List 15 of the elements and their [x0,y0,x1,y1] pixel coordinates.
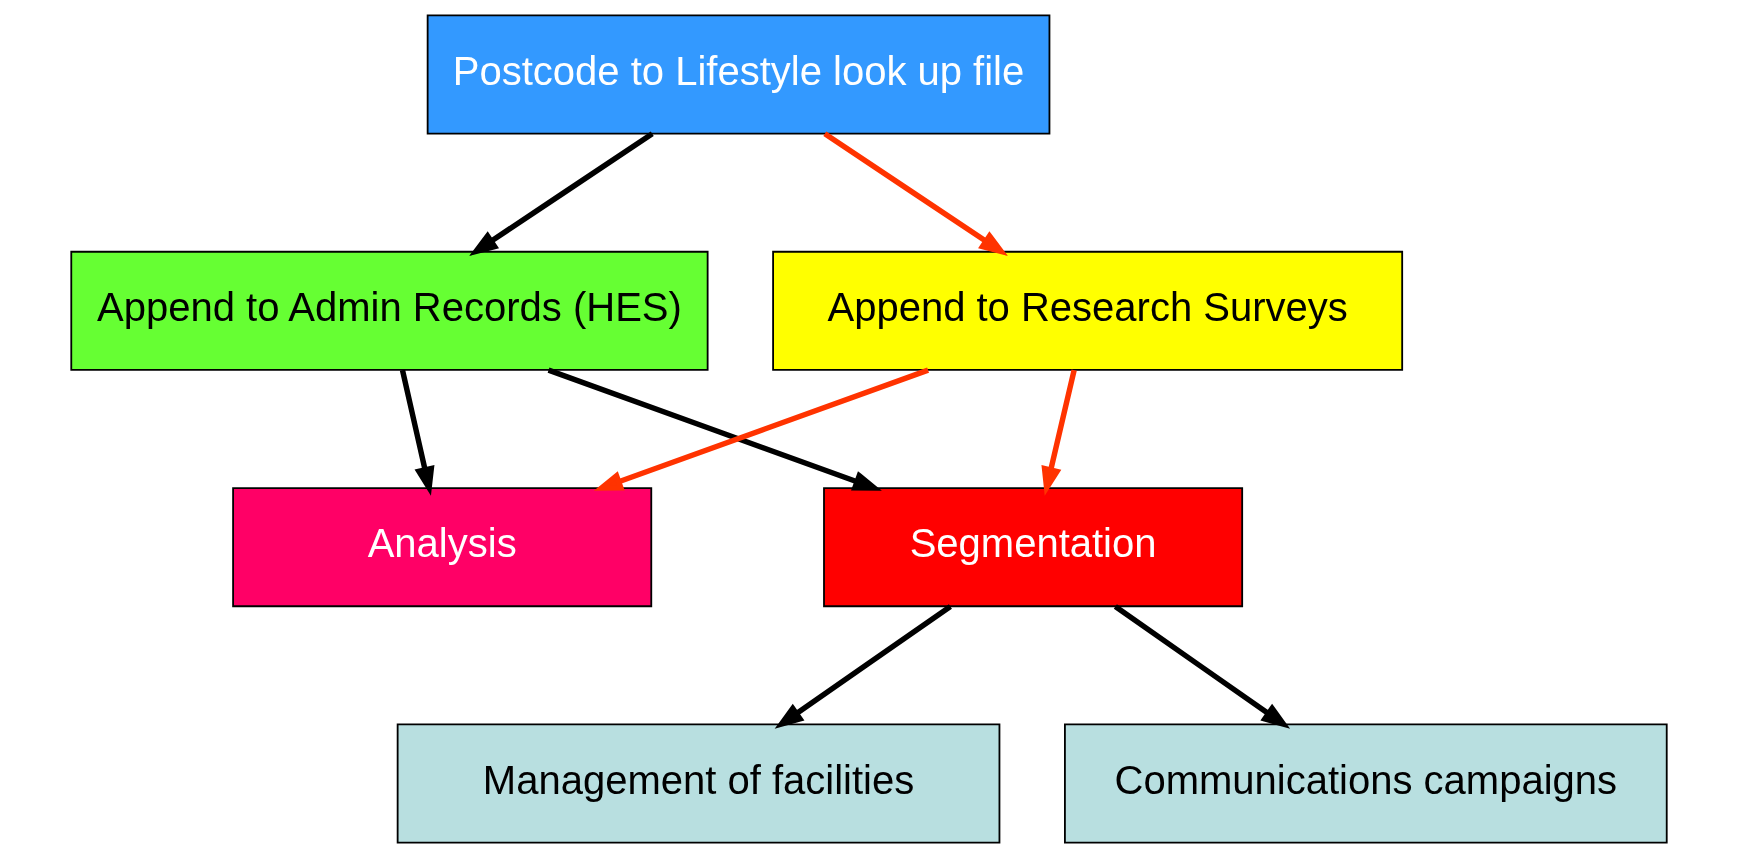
arrow [1041,369,1077,496]
arrow [1113,604,1291,729]
node-box: Append to Research Surveys [772,250,1404,371]
node-box: Postcode to Lifestyle look up file [426,14,1051,135]
node-box: Management of facilities [396,723,1001,844]
arrow [823,131,1008,256]
arrow [399,369,435,496]
arrow [593,367,929,491]
arrow [547,367,882,491]
node-box: Append to Admin Records (HES) [70,250,709,371]
node-box: Communications campaigns [1064,723,1668,844]
node-box: Segmentation [823,487,1244,608]
arrow [774,604,952,729]
node-box: Analysis [232,487,653,608]
arrow [469,131,654,256]
